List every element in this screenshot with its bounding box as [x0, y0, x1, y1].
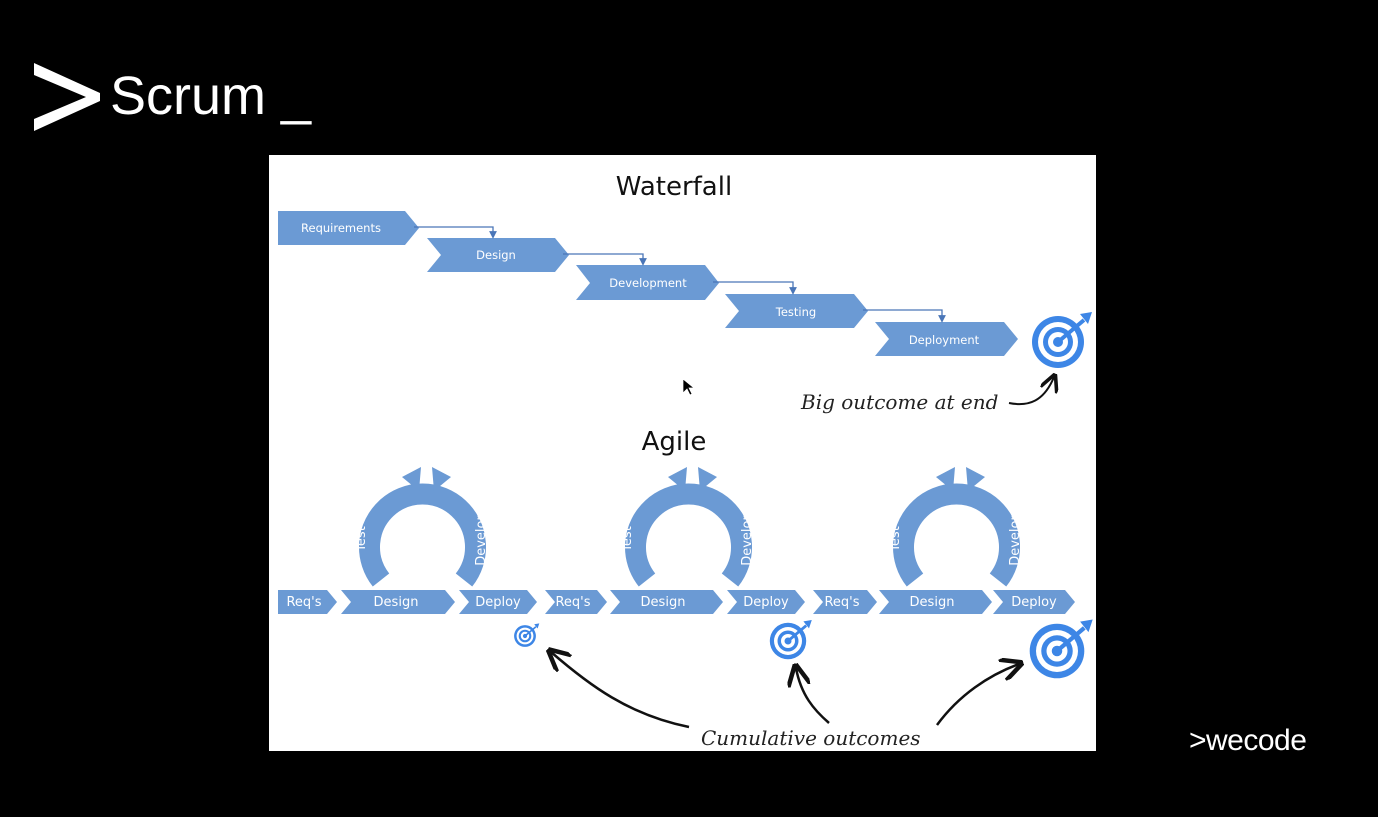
agile-develop-label: Develop [474, 512, 489, 566]
agile-reqs-label: Req's [824, 595, 859, 610]
waterfall-step-label: Testing [775, 305, 816, 319]
agile-test-label: Test [620, 526, 635, 553]
waterfall-heading: Waterfall [616, 172, 732, 202]
waterfall-step-design: Design [427, 238, 569, 272]
agile-cycle-3: Test Develop Req's Design Deploy [813, 467, 1075, 614]
agile-test-label: Test [354, 526, 369, 553]
annotation-arrow [1008, 377, 1054, 406]
brand-logo: >wecode [1189, 724, 1307, 757]
agile-design-label: Design [641, 595, 686, 610]
cursor-icon [682, 378, 695, 396]
waterfall-step-deployment: Deployment [875, 322, 1018, 356]
slide-header: Scrum _ [34, 60, 311, 132]
waterfall-step-development: Development [576, 265, 719, 300]
target-icon [1030, 620, 1093, 679]
agile-develop-label: Develop [740, 512, 755, 566]
agile-deploy-label: Deploy [475, 595, 521, 610]
waterfall-annotation: Big outcome at end [800, 390, 998, 414]
target-icon [768, 618, 814, 661]
agile-deploy-label: Deploy [1011, 595, 1057, 610]
waterfall-step-label: Design [476, 248, 516, 262]
agile-deploy-label: Deploy [743, 595, 789, 610]
diagram-slide: Waterfall Requirements Design Developmen… [269, 155, 1096, 751]
agile-reqs-label: Req's [555, 595, 590, 610]
agile-heading: Agile [642, 427, 707, 457]
agile-cycle-1: Test Develop Req's Design Deploy [278, 467, 537, 614]
agile-design-label: Design [374, 595, 419, 610]
agile-test-label: Test [888, 526, 903, 553]
annotation-arrows [551, 652, 1019, 729]
agile-annotation: Cumulative outcomes [701, 726, 921, 750]
slide-title: Scrum _ [110, 66, 312, 126]
waterfall-step-label: Development [609, 276, 687, 290]
agile-cycle-2: Test Develop Req's Design Deploy [545, 467, 805, 614]
target-icon [513, 622, 541, 648]
waterfall-step-requirements: Requirements [278, 211, 419, 245]
waterfall-step-label: Requirements [301, 221, 381, 235]
agile-develop-label: Develop [1008, 512, 1023, 566]
agile-design-label: Design [910, 595, 955, 610]
waterfall-step-label: Deployment [909, 333, 980, 347]
waterfall-step-testing: Testing [725, 294, 868, 328]
waterfall-connectors [414, 226, 946, 323]
target-icon [1030, 310, 1094, 370]
agile-reqs-label: Req's [286, 595, 321, 610]
chevron-right-icon [34, 63, 100, 131]
